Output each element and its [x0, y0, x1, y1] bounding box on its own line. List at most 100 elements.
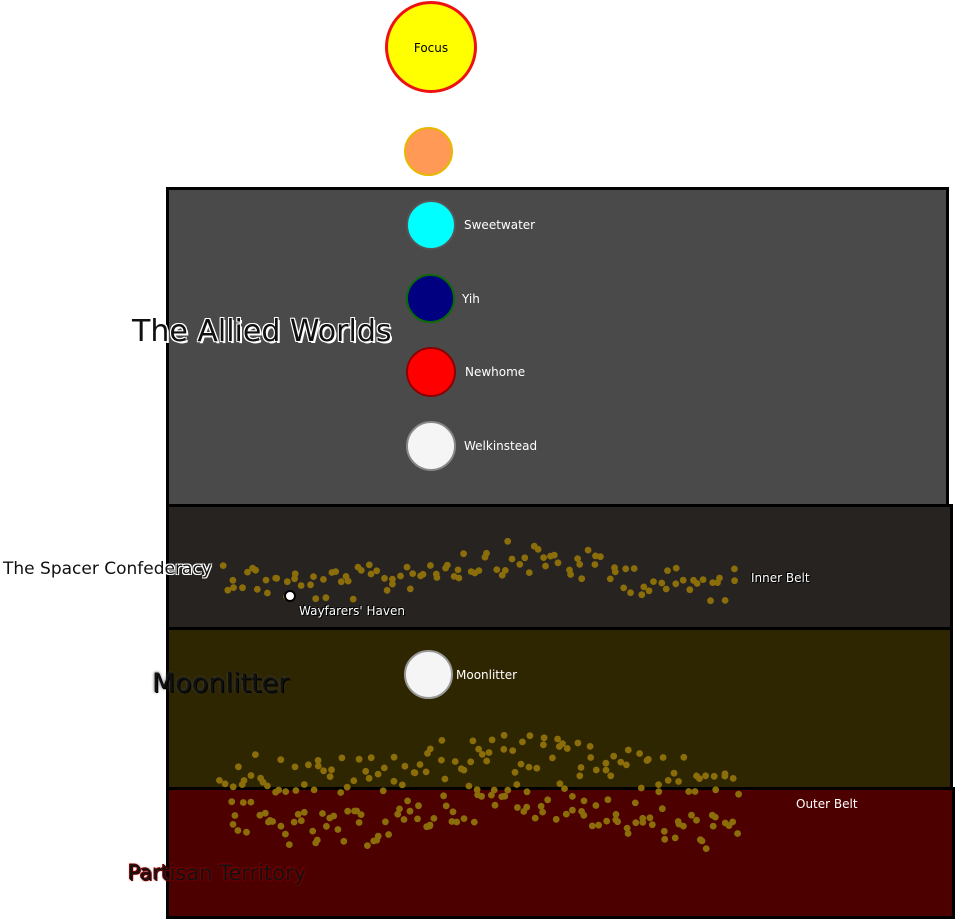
- asteroid: [307, 581, 314, 589]
- asteroid: [244, 568, 251, 576]
- asteroid: [453, 818, 461, 826]
- asteroid: [624, 746, 632, 754]
- asteroid: [406, 585, 414, 593]
- asteroid: [660, 827, 668, 835]
- asteroid: [490, 786, 498, 794]
- asteroid: [438, 756, 445, 764]
- asteroid: [239, 799, 247, 806]
- asteroid: [362, 767, 370, 775]
- asteroid: [309, 827, 317, 835]
- asteroid: [340, 837, 348, 845]
- asteroid: [693, 816, 700, 824]
- asteroid: [680, 753, 688, 761]
- asteroid: [688, 811, 695, 819]
- asteroid: [326, 773, 334, 780]
- asteroid: [699, 576, 707, 583]
- asteroid: [264, 782, 271, 790]
- asteroid: [488, 736, 496, 744]
- asteroid: [313, 836, 321, 844]
- asteroid: [291, 575, 298, 583]
- asteroid: [612, 811, 620, 818]
- asteroid: [433, 574, 441, 581]
- asteroid: [686, 586, 694, 594]
- asteroid: [396, 805, 403, 813]
- asteroid: [310, 786, 318, 794]
- asteroid: [588, 822, 596, 830]
- asteroid: [655, 788, 663, 796]
- asteroid: [314, 757, 322, 764]
- asteroid: [380, 764, 388, 772]
- asteroid: [441, 775, 449, 783]
- asteroid: [483, 549, 490, 557]
- asteroid: [569, 793, 576, 800]
- asteroid: [398, 781, 406, 789]
- asteroid: [627, 589, 634, 597]
- asteroid: [622, 565, 630, 573]
- asteroid: [569, 806, 576, 814]
- asteroid: [470, 818, 478, 826]
- asteroid: [300, 781, 308, 788]
- asteroid: [312, 595, 320, 603]
- asteroid: [511, 768, 519, 776]
- asteroid: [269, 818, 276, 825]
- inner-belt-label: Inner Belt: [751, 571, 810, 585]
- asteroid: [314, 762, 322, 770]
- asteroid: [275, 786, 283, 794]
- asteroid: [685, 788, 693, 795]
- asteroid: [467, 758, 475, 766]
- moonlitter-body-label: Moonlitter: [456, 668, 518, 682]
- asteroid: [422, 768, 430, 776]
- asteroid: [661, 835, 669, 843]
- asteroid: [696, 775, 703, 782]
- asteroid: [584, 546, 592, 554]
- asteroid: [604, 796, 612, 804]
- asteroid: [721, 597, 729, 604]
- outer-belt-asteroids: [216, 731, 742, 852]
- asteroid: [338, 754, 346, 762]
- asteroid: [442, 564, 449, 572]
- asteroid: [712, 786, 720, 794]
- asteroid: [247, 772, 255, 779]
- asteroid: [540, 554, 547, 561]
- asteroid: [714, 579, 721, 586]
- asteroid: [734, 830, 741, 837]
- asteroid: [662, 585, 670, 593]
- asteroid: [320, 767, 327, 775]
- asteroid: [367, 570, 375, 578]
- asteroid: [592, 802, 600, 809]
- asteroid: [563, 745, 571, 752]
- asteroid: [319, 810, 326, 817]
- asteroid: [460, 815, 468, 822]
- asteroid: [379, 787, 387, 795]
- asteroid: [256, 811, 264, 819]
- asteroid: [415, 802, 422, 810]
- asteroid: [277, 756, 285, 764]
- asteroid: [252, 566, 259, 574]
- asteroid: [460, 550, 467, 558]
- yih-label: Yih: [462, 292, 480, 306]
- asteroid: [322, 594, 330, 602]
- asteroid: [455, 574, 463, 582]
- allied-worlds-label: The Allied Worlds: [132, 314, 392, 349]
- asteroid: [475, 567, 483, 574]
- moonlitter-moon: [404, 650, 453, 699]
- asteroid: [221, 780, 229, 788]
- asteroid: [337, 578, 345, 586]
- asteroid: [478, 751, 486, 758]
- asteroid: [501, 792, 509, 800]
- partisan-territory-region: [166, 787, 955, 919]
- asteroid: [508, 555, 516, 563]
- spacer-confederacy-label: The Spacer Confederacy: [3, 559, 212, 579]
- asteroid: [640, 583, 648, 591]
- asteroid: [383, 586, 391, 594]
- asteroid: [500, 745, 508, 753]
- asteroid: [426, 745, 434, 753]
- asteroid: [559, 740, 566, 748]
- asteroid: [323, 822, 330, 830]
- asteroid: [235, 763, 242, 771]
- asteroid: [620, 584, 628, 592]
- asteroid: [731, 565, 738, 573]
- asteroid: [488, 791, 495, 799]
- asteroid: [664, 777, 672, 784]
- newhome-planet: [406, 347, 456, 397]
